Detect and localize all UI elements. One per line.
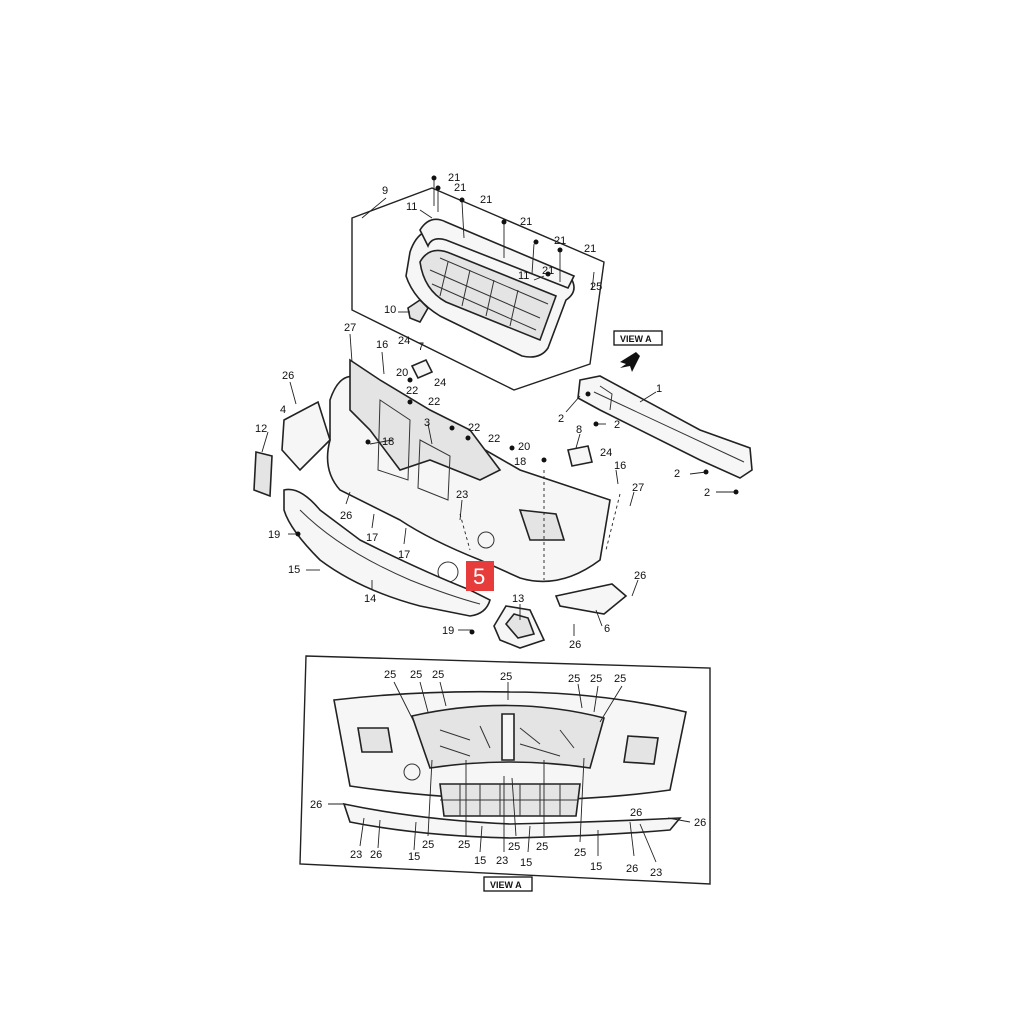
callout-2: 2 [558,413,564,425]
callout-25: 25 [410,669,422,681]
callout-26: 26 [694,817,706,829]
front-bumper [253,358,628,649]
callout-16: 16 [376,339,388,351]
callout-10: 10 [384,304,396,316]
bumper-reinforcement [577,375,753,479]
callout-25: 25 [458,839,470,851]
callout-2: 2 [614,419,620,431]
callout-13: 13 [512,593,524,605]
callout-7: 7 [418,341,424,353]
callout-15: 15 [288,564,300,576]
callout-15: 15 [408,851,420,863]
callout-27: 27 [632,482,644,494]
view-a-tag-upper: VIEW A [613,330,663,346]
callout-15: 15 [520,857,532,869]
callout-21: 21 [520,216,532,228]
callout-26: 26 [634,570,646,582]
callout-25: 25 [432,669,444,681]
callout-15: 15 [590,861,602,873]
callout-23: 23 [650,867,662,879]
callout-2: 2 [704,487,710,499]
callout-22: 22 [488,433,500,445]
callout-21: 21 [554,235,566,247]
callout-25: 25 [536,841,548,853]
callout-1: 1 [656,383,662,395]
callout-18: 18 [382,436,394,448]
callout-26: 26 [370,849,382,861]
callout-21: 21 [454,182,466,194]
callout-16: 16 [614,460,626,472]
grille-assembly [351,187,605,391]
callout-14: 14 [364,593,376,605]
callout-26: 26 [630,807,642,819]
callout-25: 25 [422,839,434,851]
view-a-tag-lower: VIEW A [483,876,533,892]
callout-24: 24 [600,447,612,459]
callout-21: 21 [584,243,596,255]
callout-18: 18 [514,456,526,468]
callout-21: 21 [542,265,554,277]
callout-25: 25 [384,669,396,681]
callout-25: 25 [574,847,586,859]
callout-27: 27 [344,322,356,334]
svg-text:VIEW A: VIEW A [490,880,522,890]
callout-17: 17 [366,532,378,544]
svg-text:VIEW A: VIEW A [620,334,652,344]
callout-22: 22 [428,396,440,408]
callout-23: 23 [456,489,468,501]
callout-25: 25 [508,841,520,853]
callout-4: 4 [280,404,286,416]
callout-26: 26 [569,639,581,651]
callout-26: 26 [282,370,294,382]
callout-25: 25 [500,671,512,683]
callout-26: 26 [626,863,638,875]
callout-2: 2 [674,468,680,480]
emblem [407,298,429,324]
callout-8: 8 [576,424,582,436]
callout-21: 21 [480,194,492,206]
callout-25: 25 [590,281,602,293]
leader-lines [261,180,734,636]
callout-15: 15 [474,855,486,867]
callout-labels: 21 21 21 21 21 21 21 11 11 9 25 10 27 16… [255,172,710,651]
callout-11: 11 [406,201,417,213]
view-a-labels: 25 25 25 25 25 25 25 26 26 23 26 15 25 2… [310,669,706,879]
callout-6: 6 [604,623,610,635]
view-arrow-icon [620,352,640,372]
callout-22: 22 [468,422,480,434]
callout-24: 24 [434,377,446,389]
callout-9: 9 [382,185,388,197]
callout-19: 19 [268,529,280,541]
callout-11: 11 [518,270,529,282]
callout-26: 26 [310,799,322,811]
view-a-leaders [328,681,691,863]
callout-3: 3 [424,417,430,429]
callout-26: 26 [340,510,352,522]
callout-25: 25 [590,673,602,685]
callout-12: 12 [255,423,267,435]
callout-21: 21 [448,172,460,184]
callout-23: 23 [350,849,362,861]
callout-22: 22 [406,385,418,397]
svg-text:5: 5 [473,564,485,589]
callout-20: 20 [396,367,408,379]
callout-25: 25 [568,673,580,685]
callout-badge-5: 5 [466,561,494,591]
callout-25: 25 [614,673,626,685]
fasteners [295,175,739,635]
callout-24: 24 [398,335,410,347]
callout-19: 19 [442,625,454,637]
callout-23: 23 [496,855,508,867]
callout-20: 20 [518,441,530,453]
callout-17: 17 [398,549,410,561]
